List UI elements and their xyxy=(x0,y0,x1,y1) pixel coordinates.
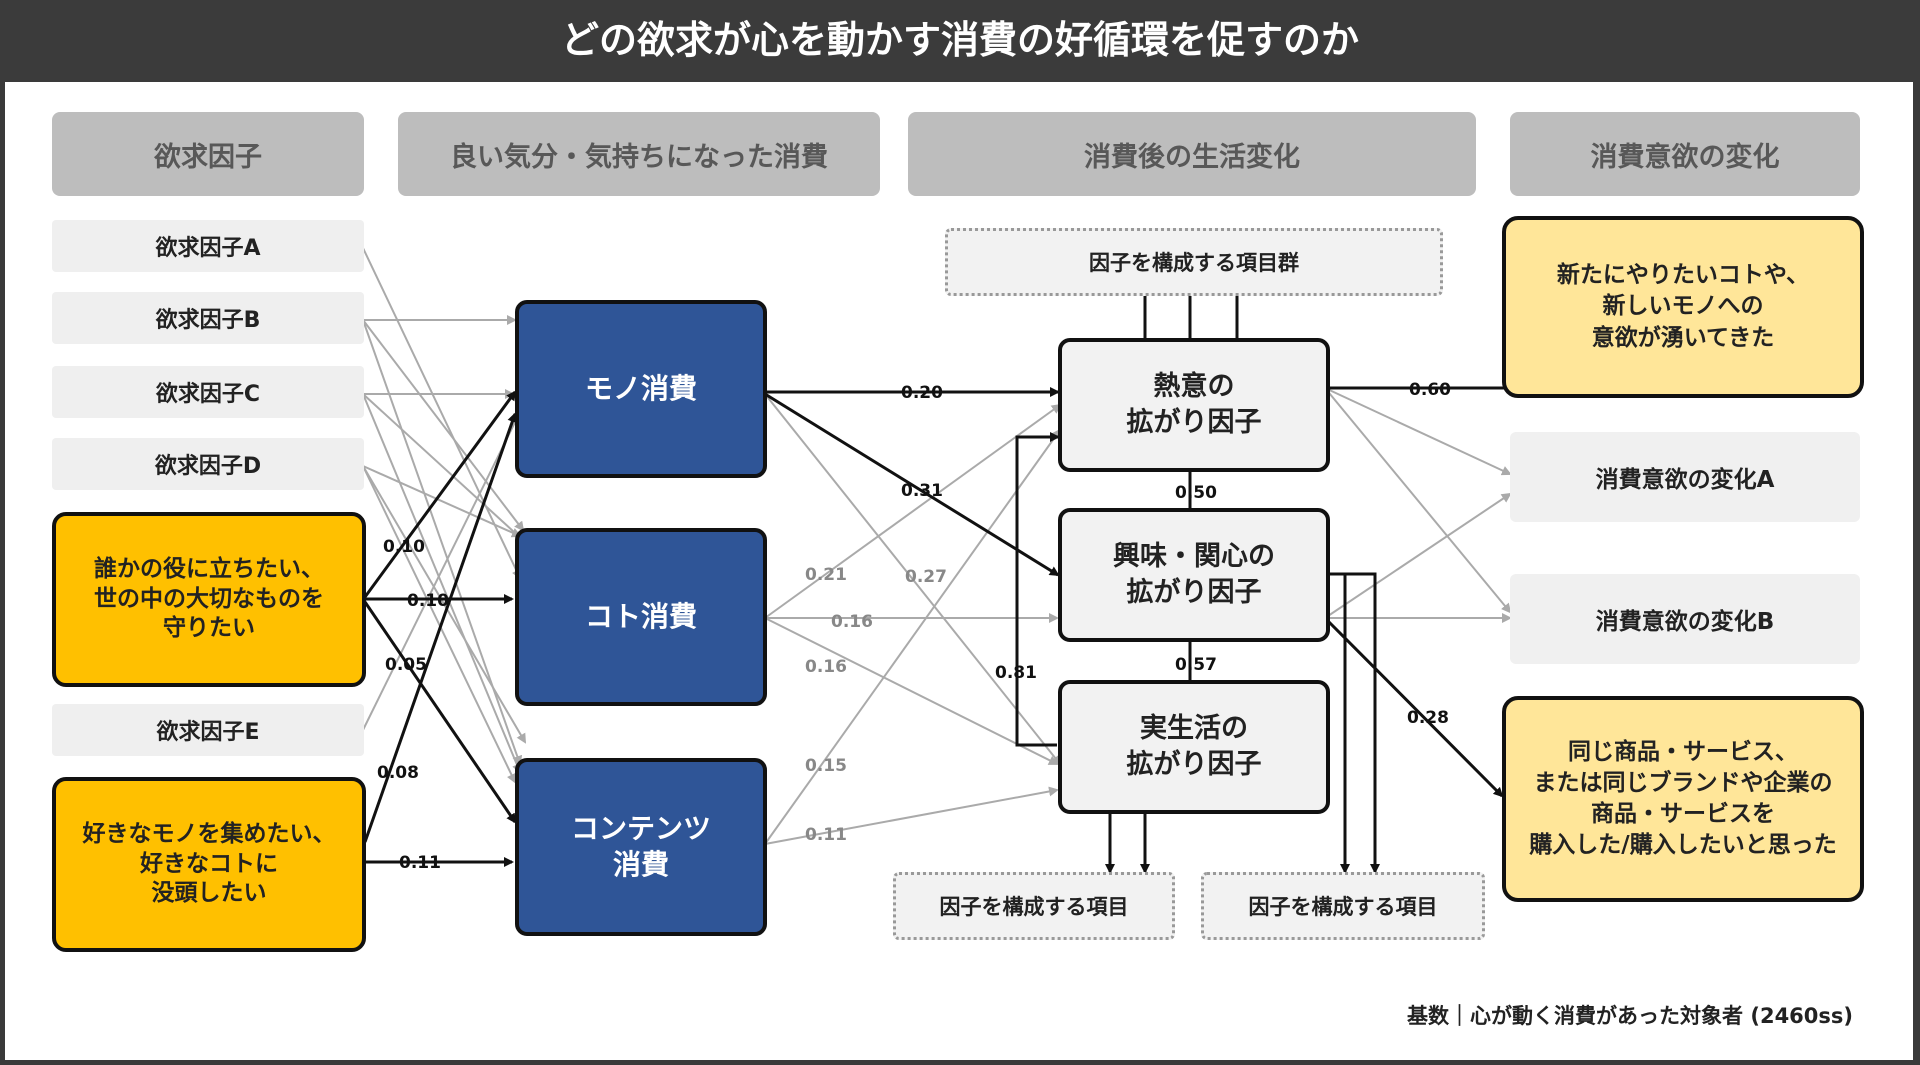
motivation-change-b: 消費意欲の変化B xyxy=(1510,574,1860,664)
black-motivation-links xyxy=(1323,383,1519,798)
coef-help-koto: 0.10 xyxy=(407,591,449,611)
desire-factor-d: 欲求因子D xyxy=(52,438,364,490)
coef-content-enthusiasm: 0.15 xyxy=(805,756,847,776)
coef-collect-mono: 0.08 xyxy=(377,763,419,783)
coef-reallife-enthusiasm: 0.81 xyxy=(995,663,1037,683)
bottom-items-box-2: 因子を構成する項目 xyxy=(1201,872,1485,940)
header-motivation-change: 消費意欲の変化 xyxy=(1510,112,1860,196)
coef-help-mono: 0.10 xyxy=(383,537,425,557)
coef-collect-content: 0.11 xyxy=(399,853,441,873)
interest-factor-box: 興味・関心の 拡がり因子 xyxy=(1058,508,1330,642)
coef-enthusiasm-newthings: 0.60 xyxy=(1409,380,1451,400)
connector-layer: 0.10 0.10 0.05 0.08 0.11 0.20 0.31 0.81 … xyxy=(362,247,1519,874)
header-life-change: 消費後の生活変化 xyxy=(908,112,1476,196)
desire-factor-a: 欲求因子A xyxy=(52,220,364,272)
motivation-change-a: 消費意欲の変化A xyxy=(1510,432,1860,522)
motivation-same-product-box: 同じ商品・サービス、 または同じブランドや企業の 商品・サービスを 購入した/購… xyxy=(1502,696,1864,902)
content-consumption-box: コンテンツ 消費 xyxy=(515,758,767,936)
coef-interest-reallife: 0.57 xyxy=(1175,655,1217,675)
header-good-feeling-consumption: 良い気分・気持ちになった消費 xyxy=(398,112,880,196)
sample-base-note: 基数｜心が動く消費があった対象者 (2460ss) xyxy=(1407,1004,1853,1028)
coef-interest-sameproduct: 0.28 xyxy=(1407,708,1449,728)
coef-koto-interest: 0.16 xyxy=(831,612,873,632)
enthusiasm-factor-box: 熱意の 拡がり因子 xyxy=(1058,338,1330,472)
coef-koto-enthusiasm: 0.21 xyxy=(805,565,847,585)
reallife-factor-box: 実生活の 拡がり因子 xyxy=(1058,680,1330,814)
coef-content-reallife: 0.11 xyxy=(805,825,847,845)
desire-factor-collect-immerse: 好きなモノを集めたい、 好きなコトに 没頭したい xyxy=(52,777,366,952)
black-desire-links xyxy=(363,390,518,867)
coef-enthusiasm-interest: 0.50 xyxy=(1175,483,1217,503)
black-coefficient-labels: 0.10 0.10 0.05 0.08 0.11 0.20 0.31 0.81 … xyxy=(377,380,1451,873)
grey-factor-links xyxy=(362,247,527,784)
grey-consumption-links xyxy=(764,393,1062,845)
bottom-items-links xyxy=(1105,572,1380,874)
top-items-links xyxy=(1140,286,1242,340)
coef-help-content: 0.05 xyxy=(385,655,427,675)
header-desire-factors: 欲求因子 xyxy=(52,112,364,196)
coef-mono-interest: 0.31 xyxy=(901,481,943,501)
desire-factor-b: 欲求因子B xyxy=(52,292,364,344)
desire-factor-e: 欲求因子E xyxy=(52,704,364,756)
top-item-group-box: 因子を構成する項目群 xyxy=(945,228,1443,296)
bottom-items-box-1: 因子を構成する項目 xyxy=(893,872,1175,940)
grey-motivation-links xyxy=(1324,387,1512,623)
motivation-new-things-box: 新たにやりたいコトや、 新しいモノへの 意欲が湧いてきた xyxy=(1502,216,1864,398)
coef-koto-reallife: 0.16 xyxy=(805,657,847,677)
koto-consumption-box: コト消費 xyxy=(515,528,767,706)
desire-factor-c: 欲求因子C xyxy=(52,366,364,418)
desire-factor-help-others: 誰かの役に立ちたい、 世の中の大切なものを 守りたい xyxy=(52,512,366,687)
grey-coefficient-labels: 0.27 0.21 0.16 0.16 0.15 0.11 xyxy=(805,565,947,845)
diagram-canvas: 0.10 0.10 0.05 0.08 0.11 0.20 0.31 0.81 … xyxy=(5,82,1913,1060)
page-title: どの欲求が心を動かす消費の好循環を促すのか xyxy=(0,0,1920,80)
coef-mono-reallife: 0.27 xyxy=(905,567,947,587)
black-consumption-links xyxy=(764,387,1060,577)
coef-mono-enthusiasm: 0.20 xyxy=(901,383,943,403)
reallife-to-enthusiasm-link xyxy=(1015,432,1060,747)
mono-consumption-box: モノ消費 xyxy=(515,300,767,478)
